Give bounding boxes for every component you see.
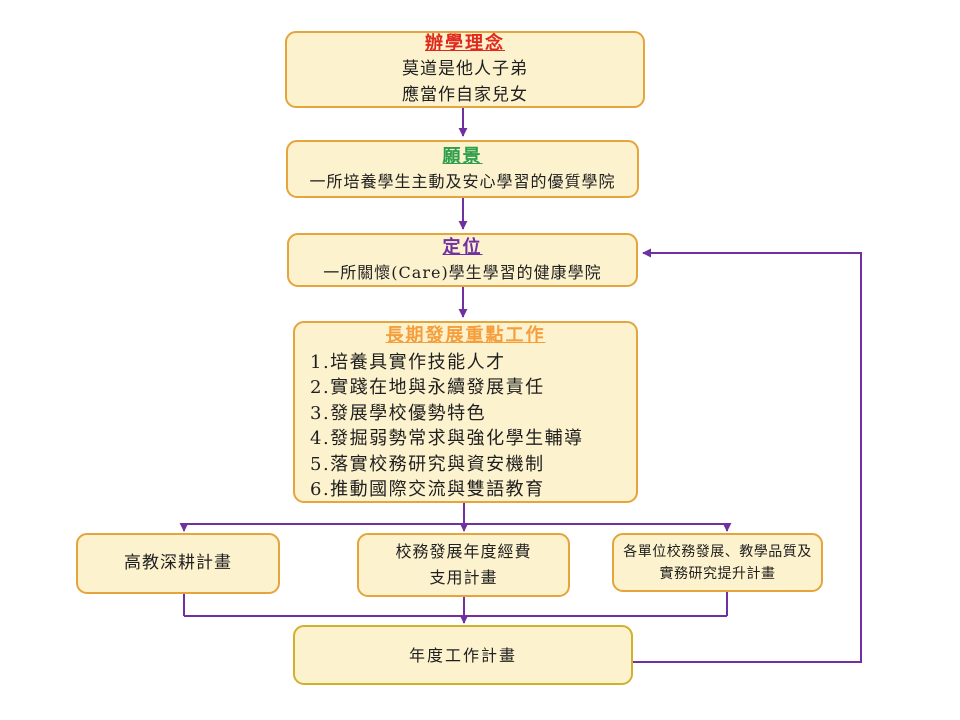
- box-plan-annual-budget: 校務發展年度經費 支用計畫: [357, 533, 570, 597]
- box-plan-right-line-1: 各單位校務發展、教學品質及: [623, 543, 812, 560]
- longterm-item-6: 6.推動國際交流與雙語教育: [310, 479, 545, 500]
- box-plan-higher-ed-sprout: 高教深耕計畫: [76, 533, 280, 594]
- branch-line: [184, 503, 727, 525]
- feedback-loop-annual-to-position-icon: [633, 248, 862, 663]
- longterm-item-2: 2.實踐在地與永續發展責任: [310, 377, 545, 398]
- box-philosophy-title: 辦學理念: [425, 32, 505, 54]
- box-plan-left-line: 高教深耕計畫: [124, 553, 232, 573]
- longterm-item-5: 5.落實校務研究與資安機制: [310, 453, 545, 475]
- longterm-item-1: 1.培養具實作技能人才: [310, 351, 506, 373]
- box-philosophy-line-2: 應當作自家兒女: [402, 84, 528, 105]
- box-plan-unit-improvement: 各單位校務發展、教學品質及 實務研究提升計畫: [612, 533, 823, 592]
- box-philosophy-line-1: 莫道是他人子弟: [402, 58, 528, 79]
- box-vision: 願景 一所培養學生主動及安心學習的優質學院: [286, 140, 639, 198]
- longterm-item-3: 3.發展學校優勢特色: [310, 402, 487, 424]
- box-plan-mid-line-1: 校務發展年度經費: [395, 542, 532, 561]
- box-plan-mid-line-2: 支用計畫: [429, 568, 498, 587]
- longterm-item-4: 4.發掘弱勢常求與強化學生輔導: [310, 428, 584, 449]
- box-annual-line: 年度工作計畫: [408, 645, 517, 665]
- box-philosophy: 辦學理念 莫道是他人子弟 應當作自家兒女: [285, 31, 645, 108]
- box-longterm-title: 長期發展重點工作: [385, 324, 546, 346]
- box-position: 定位 一所關懷(Care)學生學習的健康學院: [287, 233, 638, 287]
- box-annual-work-plan: 年度工作計畫: [293, 625, 633, 685]
- box-longterm: 長期發展重點工作 1.培養具實作技能人才 2.實踐在地與永續發展責任 3.發展學…: [293, 321, 638, 503]
- box-plan-right-line-2: 實務研究提升計畫: [659, 565, 776, 582]
- box-position-title: 定位: [442, 236, 483, 258]
- box-vision-line: 一所培養學生主動及安心學習的優質學院: [309, 171, 616, 191]
- box-vision-title: 願景: [442, 145, 483, 167]
- box-position-line: 一所關懷(Care)學生學習的健康學院: [323, 262, 602, 282]
